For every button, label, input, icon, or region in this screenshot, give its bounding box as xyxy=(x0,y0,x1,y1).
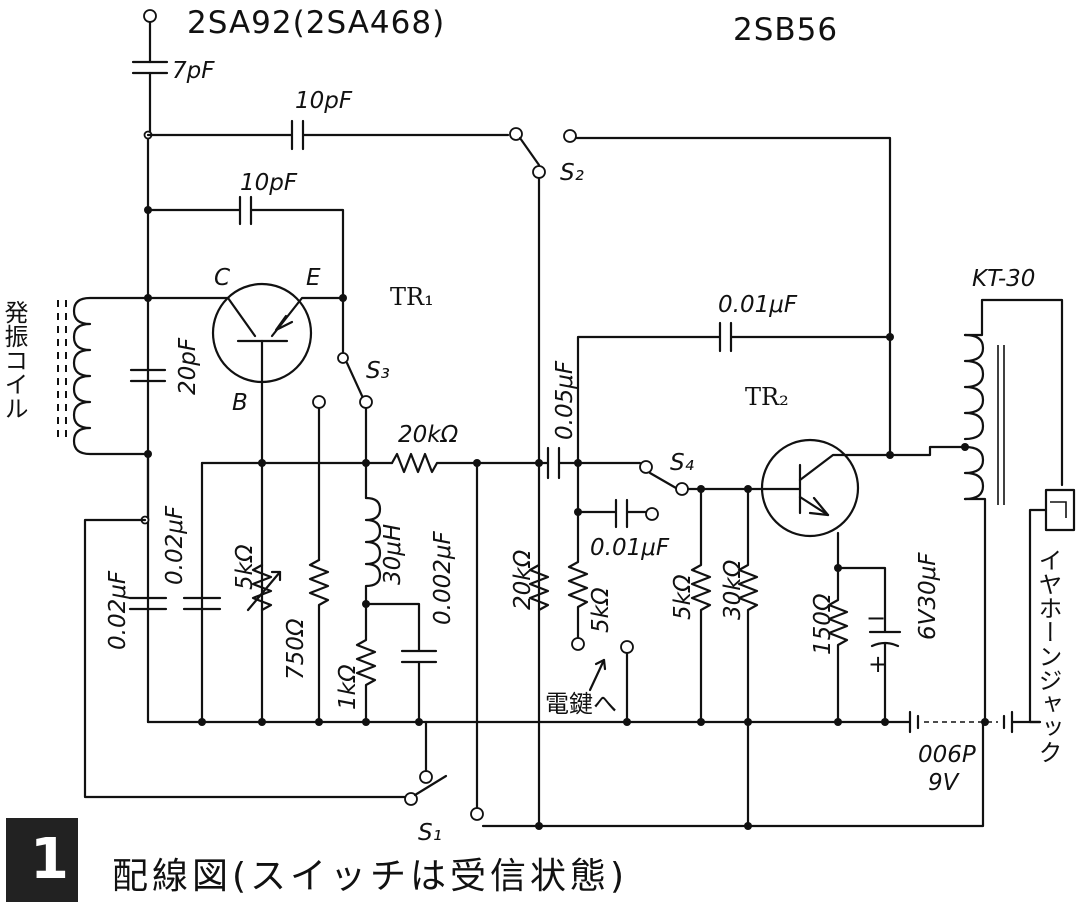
label-30uh: 30μH xyxy=(380,524,406,585)
label-7pf: 7pF xyxy=(172,58,215,84)
inductor-30uh xyxy=(364,496,382,606)
switch-s1 xyxy=(404,720,985,830)
label-005uf: 0.05μF xyxy=(552,360,578,440)
oscillator-coil xyxy=(57,294,152,458)
label-150: 150Ω xyxy=(810,593,836,655)
figure-caption: 配線図(スイッチは受信状態) xyxy=(112,856,628,897)
capacitor-0002uf xyxy=(364,602,438,724)
transformer-kt30 xyxy=(888,298,1064,724)
capacitor-005uf xyxy=(535,446,642,480)
resistor-750 xyxy=(308,558,330,724)
label-tr1: TR₁ xyxy=(390,283,434,311)
tr1-type-header: 2SA92(2SA468) xyxy=(187,5,445,41)
variable-resistor-5k xyxy=(246,563,282,612)
label-minus: − xyxy=(866,604,886,632)
resistor-5k-b xyxy=(690,485,712,724)
label-001uf-mid: 0.01μF xyxy=(590,535,670,561)
label-s2: S₂ xyxy=(560,160,584,186)
capacitor-10pf-feedback xyxy=(144,195,345,300)
label-battery-type: 006P xyxy=(918,742,976,768)
label-001uf-top: 0.01μF xyxy=(718,292,798,318)
label-osc-coil: 発振コイル xyxy=(0,300,28,420)
key-arrow xyxy=(588,658,607,692)
resistor-30k xyxy=(737,485,759,828)
switch-s2 xyxy=(509,127,892,828)
figure-badge: 1 xyxy=(6,818,78,902)
label-1k: 1kΩ xyxy=(335,664,361,710)
resistor-20k-series xyxy=(390,452,550,810)
capacitor-001uf-top xyxy=(574,321,894,467)
label-s1: S₁ xyxy=(418,820,442,846)
label-750: 750Ω xyxy=(283,618,309,680)
transistor-tr1 xyxy=(146,282,347,724)
label-20k-series: 20kΩ xyxy=(398,422,459,448)
label-30uf: 6V30μF xyxy=(915,552,941,640)
label-10pf-s2: 10pF xyxy=(295,88,353,114)
label-plus: + xyxy=(868,650,888,678)
label-vr5k: 5kΩ xyxy=(232,544,258,590)
label-tr2: TR₂ xyxy=(745,383,789,411)
switch-s4 xyxy=(576,460,689,521)
label-20pf: 20pF xyxy=(175,337,201,395)
label-key: 電鍵へ xyxy=(545,690,617,718)
label-s3: S₃ xyxy=(366,358,390,384)
label-s4: S₄ xyxy=(670,450,694,476)
figure-number: 1 xyxy=(30,827,69,892)
tr2-type-header: 2SB56 xyxy=(733,12,838,48)
transistor-tr2 xyxy=(684,438,894,570)
antenna-terminal xyxy=(143,9,157,64)
capacitor-20pf xyxy=(129,368,167,383)
label-tr1-e: E xyxy=(306,265,321,291)
resistor-5k-key xyxy=(567,510,634,724)
label-30k: 30kΩ xyxy=(720,559,746,620)
ground-bus xyxy=(146,718,889,726)
label-battery-v: 9V xyxy=(928,770,961,796)
capacitor-10pf-s2 xyxy=(146,119,510,151)
battery-006p xyxy=(883,710,1042,734)
switch-s3 xyxy=(312,296,373,562)
label-0002uf: 0.002μF xyxy=(430,531,456,625)
label-tr1-c: C xyxy=(214,265,230,291)
label-002uf-a: 0.02μF xyxy=(105,570,131,650)
label-kt30: KT-30 xyxy=(972,266,1035,292)
capacitor-30uf xyxy=(836,566,902,724)
capacitor-002uf-b xyxy=(182,596,222,611)
label-5k-key: 5kΩ xyxy=(588,587,614,633)
resistor-20k-vertical xyxy=(528,563,550,612)
label-20k-v: 20kΩ xyxy=(510,549,536,610)
capacitor-001uf-mid xyxy=(574,498,648,529)
label-earphone: イヤホーンジャック xyxy=(1034,548,1062,764)
label-5k-b: 5kΩ xyxy=(670,574,696,620)
s1-wiring xyxy=(83,452,407,799)
label-tr1-b: B xyxy=(232,390,248,416)
mid-bus xyxy=(200,459,394,724)
label-10pf-feedback: 10pF xyxy=(240,170,298,196)
capacitor-7pf xyxy=(131,60,169,137)
label-002uf-b: 0.02μF xyxy=(162,505,188,585)
